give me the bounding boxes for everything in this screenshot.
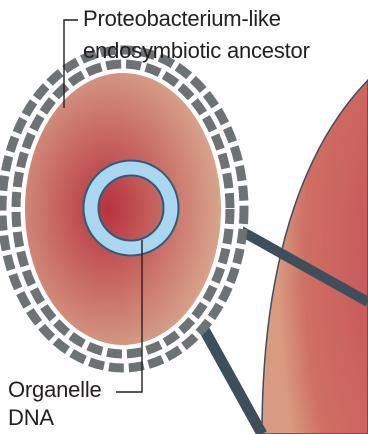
dna-label-line2: DNA — [8, 405, 54, 431]
ancestor-label-line1: Proteobacterium-like — [83, 6, 281, 32]
ancestor-label-line2: endosymbiotic ancestor — [83, 38, 310, 64]
bacterium-cytoplasm — [25, 73, 221, 345]
dna-label-line1: Organelle — [8, 377, 102, 403]
